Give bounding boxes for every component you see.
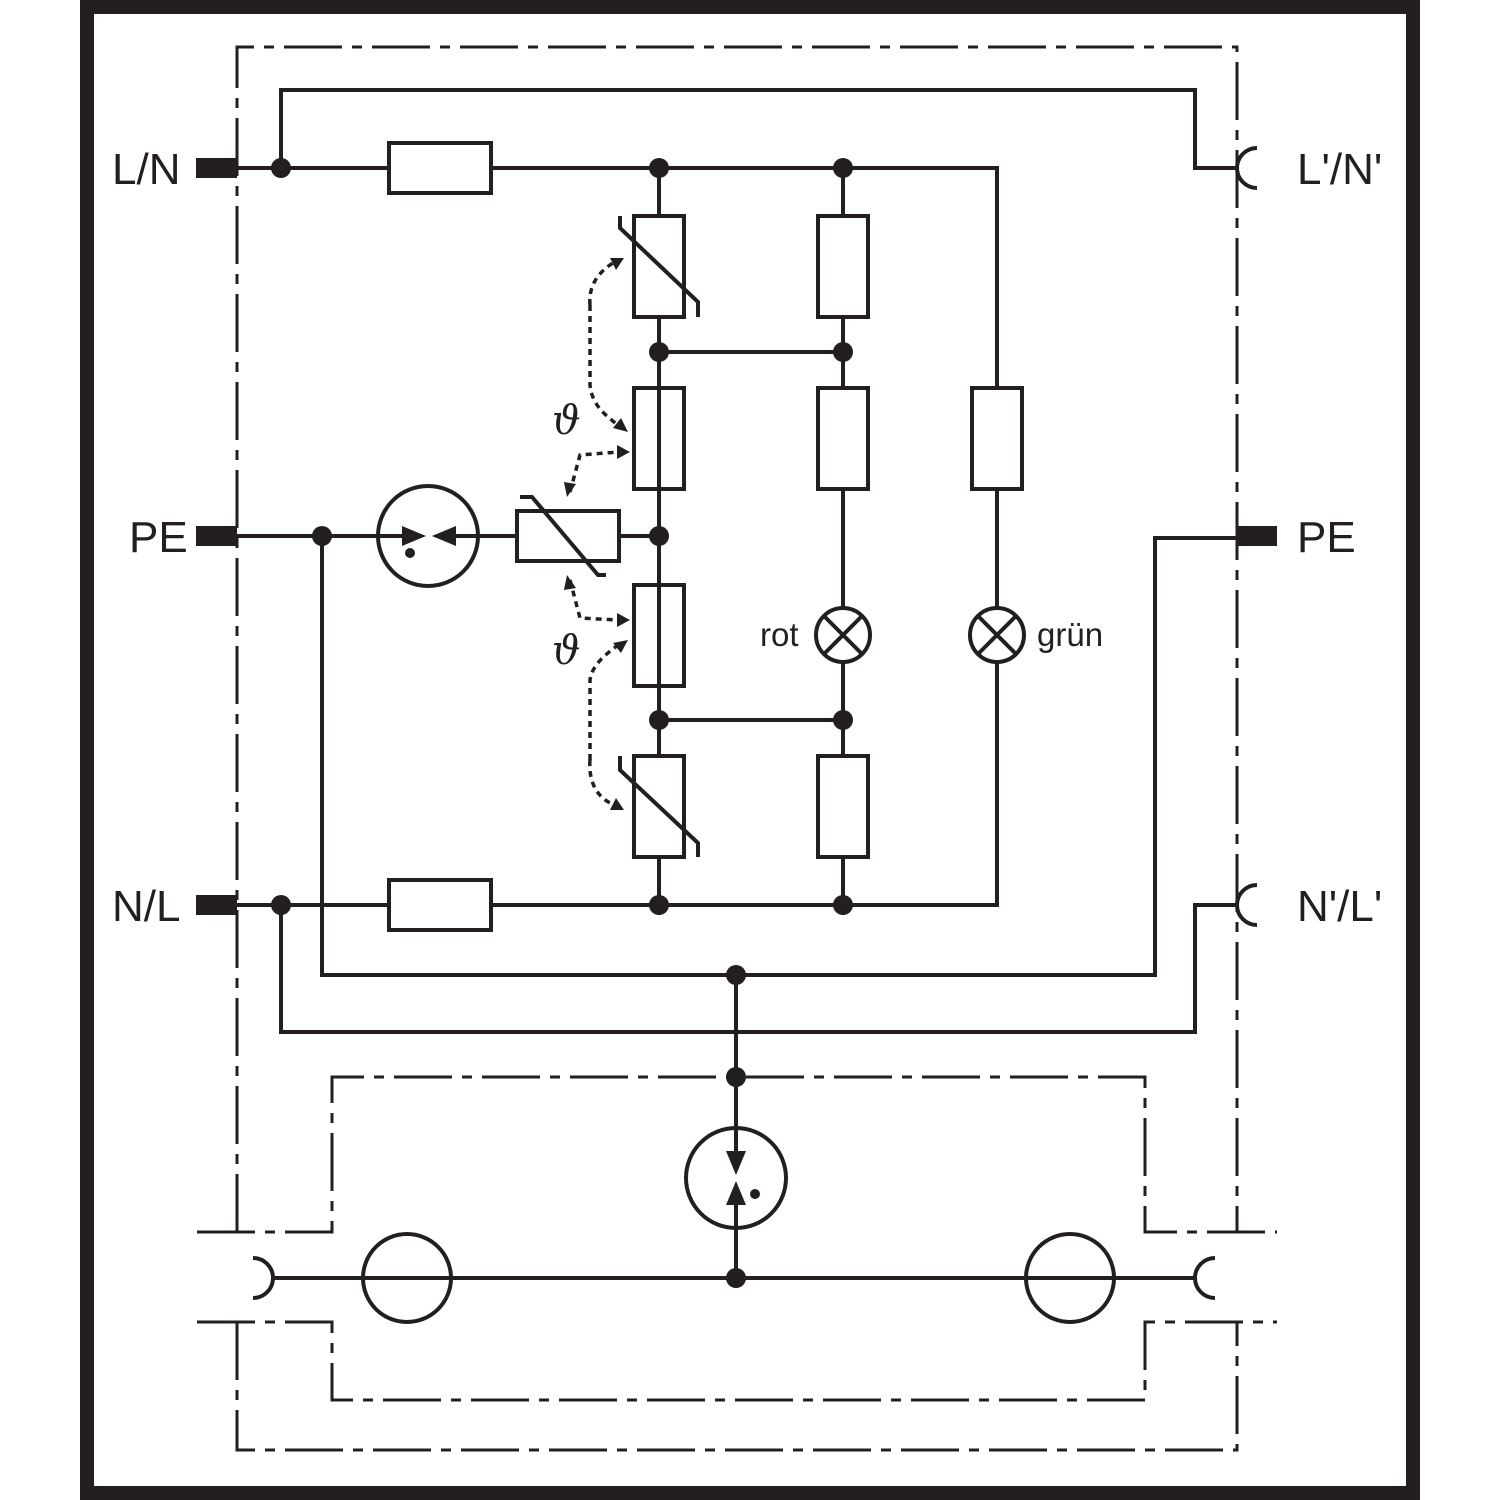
wire-nl bbox=[237, 662, 999, 907]
resistor-mid-bottom bbox=[816, 754, 870, 859]
gas-discharge-tube bbox=[376, 484, 480, 588]
resistor-mid-upper bbox=[816, 386, 870, 491]
theta-label-upper: ϑ bbox=[552, 398, 581, 444]
terminal-label-nl-out: N'/L' bbox=[1297, 882, 1382, 931]
housing-step-left-bottom bbox=[197, 1320, 1277, 1402]
terminal-label-nl: N/L bbox=[112, 882, 180, 931]
terminal-pin-pe-left bbox=[196, 526, 237, 546]
theta-label-lower: ϑ bbox=[552, 628, 581, 674]
junction bbox=[271, 158, 291, 178]
wire-ln-loop bbox=[279, 88, 1237, 170]
thermal-coupling-upper-2 bbox=[588, 305, 620, 427]
thermal-coupling-lower-3 bbox=[588, 759, 616, 807]
housing-step-left-top bbox=[197, 1075, 1277, 1234]
junction bbox=[649, 342, 669, 362]
junction bbox=[312, 526, 332, 546]
junction bbox=[726, 965, 746, 985]
thermal-coupling-lower-1 bbox=[568, 579, 619, 622]
wire-pe-down bbox=[320, 536, 1237, 977]
terminal-pin-nl bbox=[196, 895, 237, 915]
resistor-right bbox=[970, 386, 1024, 491]
terminal-pin-pe-right bbox=[1237, 526, 1277, 546]
socket-signal-right bbox=[1193, 1256, 1216, 1300]
junction bbox=[833, 342, 853, 362]
terminal-label-ln-out: L'/N' bbox=[1297, 145, 1382, 194]
resistor-mid-top bbox=[816, 214, 870, 319]
junction bbox=[649, 895, 669, 915]
terminal-label-pe-right: PE bbox=[1297, 513, 1356, 562]
thermal-coupling-upper-1 bbox=[588, 260, 616, 306]
thermal-coupling-lower-2 bbox=[588, 643, 620, 760]
junction bbox=[833, 158, 853, 178]
varistor-horizontal bbox=[515, 509, 621, 563]
junction bbox=[649, 710, 669, 730]
junction bbox=[726, 1067, 746, 1087]
junction bbox=[833, 895, 853, 915]
socket-ln-out bbox=[1235, 146, 1258, 190]
wire-nl-loop bbox=[279, 903, 1237, 1034]
outer-frame bbox=[80, 0, 1420, 1500]
socket-signal-left bbox=[252, 1256, 275, 1300]
socket-nl-out bbox=[1235, 883, 1258, 927]
housing-outline-bottom bbox=[235, 1322, 1239, 1452]
terminal-label-ln: L/N bbox=[112, 145, 180, 194]
gdt-arrow-left bbox=[402, 526, 426, 546]
fuse-top bbox=[387, 141, 493, 195]
junction bbox=[649, 158, 669, 178]
lamp-label-red: rot bbox=[760, 616, 799, 653]
terminal-label-pe-left: PE bbox=[129, 513, 188, 562]
junction bbox=[649, 526, 669, 546]
junction bbox=[271, 895, 291, 915]
fuse-bottom bbox=[387, 878, 493, 932]
junction bbox=[833, 710, 853, 730]
thermal-coupling-upper-3 bbox=[568, 450, 619, 493]
housing-outline bbox=[235, 45, 1239, 1232]
wire-ln bbox=[237, 166, 999, 388]
gdt-arrow-right bbox=[432, 526, 456, 546]
lamp-label-green: grün bbox=[1037, 616, 1103, 653]
terminal-pin-ln bbox=[196, 158, 237, 178]
